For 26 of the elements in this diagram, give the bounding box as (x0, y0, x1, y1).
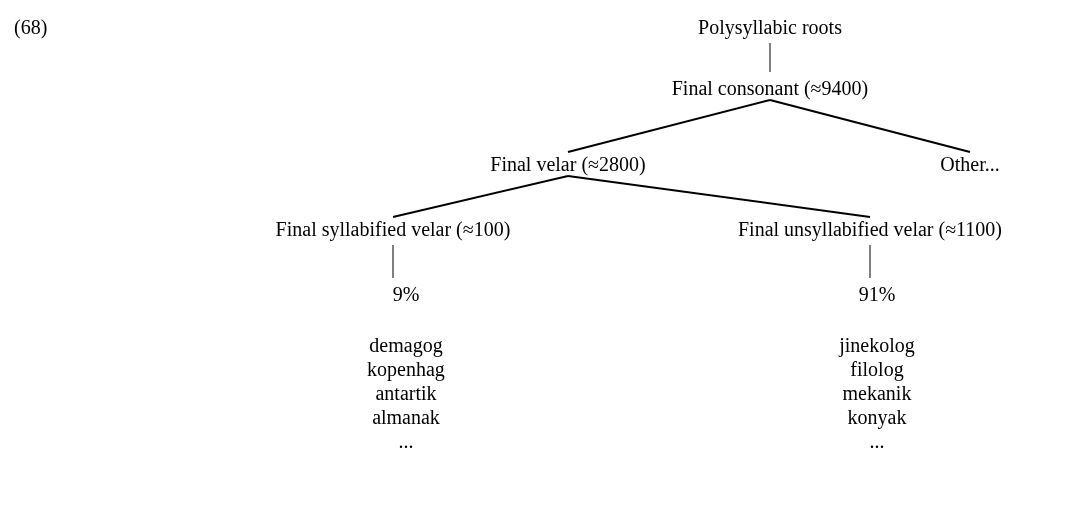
connector-line (567, 99, 771, 153)
example-word: jinekolog (837, 333, 916, 357)
example-word: almanak (371, 405, 441, 429)
connector-line (769, 99, 971, 153)
tree-node-label: Other... (925, 152, 1015, 176)
connector-line (869, 244, 871, 279)
tree-node-label: Final velar (≈2800) (458, 152, 678, 176)
example-word: kopenhag (366, 357, 446, 381)
tree-node-label: Final syllabified velar (≈100) (233, 217, 553, 241)
connector-line (769, 42, 771, 73)
tree-node-label: Final consonant (≈9400) (640, 76, 900, 100)
tree-node-label: Final unsyllabified velar (≈1100) (690, 217, 1050, 241)
example-word: antartik (374, 381, 438, 405)
example-word: ... (868, 429, 886, 453)
connector-line (392, 175, 569, 218)
tree-node-label: 9% (371, 282, 441, 306)
connector-line (392, 244, 394, 279)
example-word: mekanik (841, 381, 913, 405)
example-number: (68) (14, 15, 48, 39)
connector-line (567, 175, 871, 218)
example-word: ... (397, 429, 415, 453)
example-word: konyak (846, 405, 908, 429)
tree-node-label: 91% (842, 282, 912, 306)
example-word: demagog (368, 333, 444, 357)
example-word: filolog (849, 357, 905, 381)
tree-node-label: Polysyllabic roots (660, 15, 880, 39)
